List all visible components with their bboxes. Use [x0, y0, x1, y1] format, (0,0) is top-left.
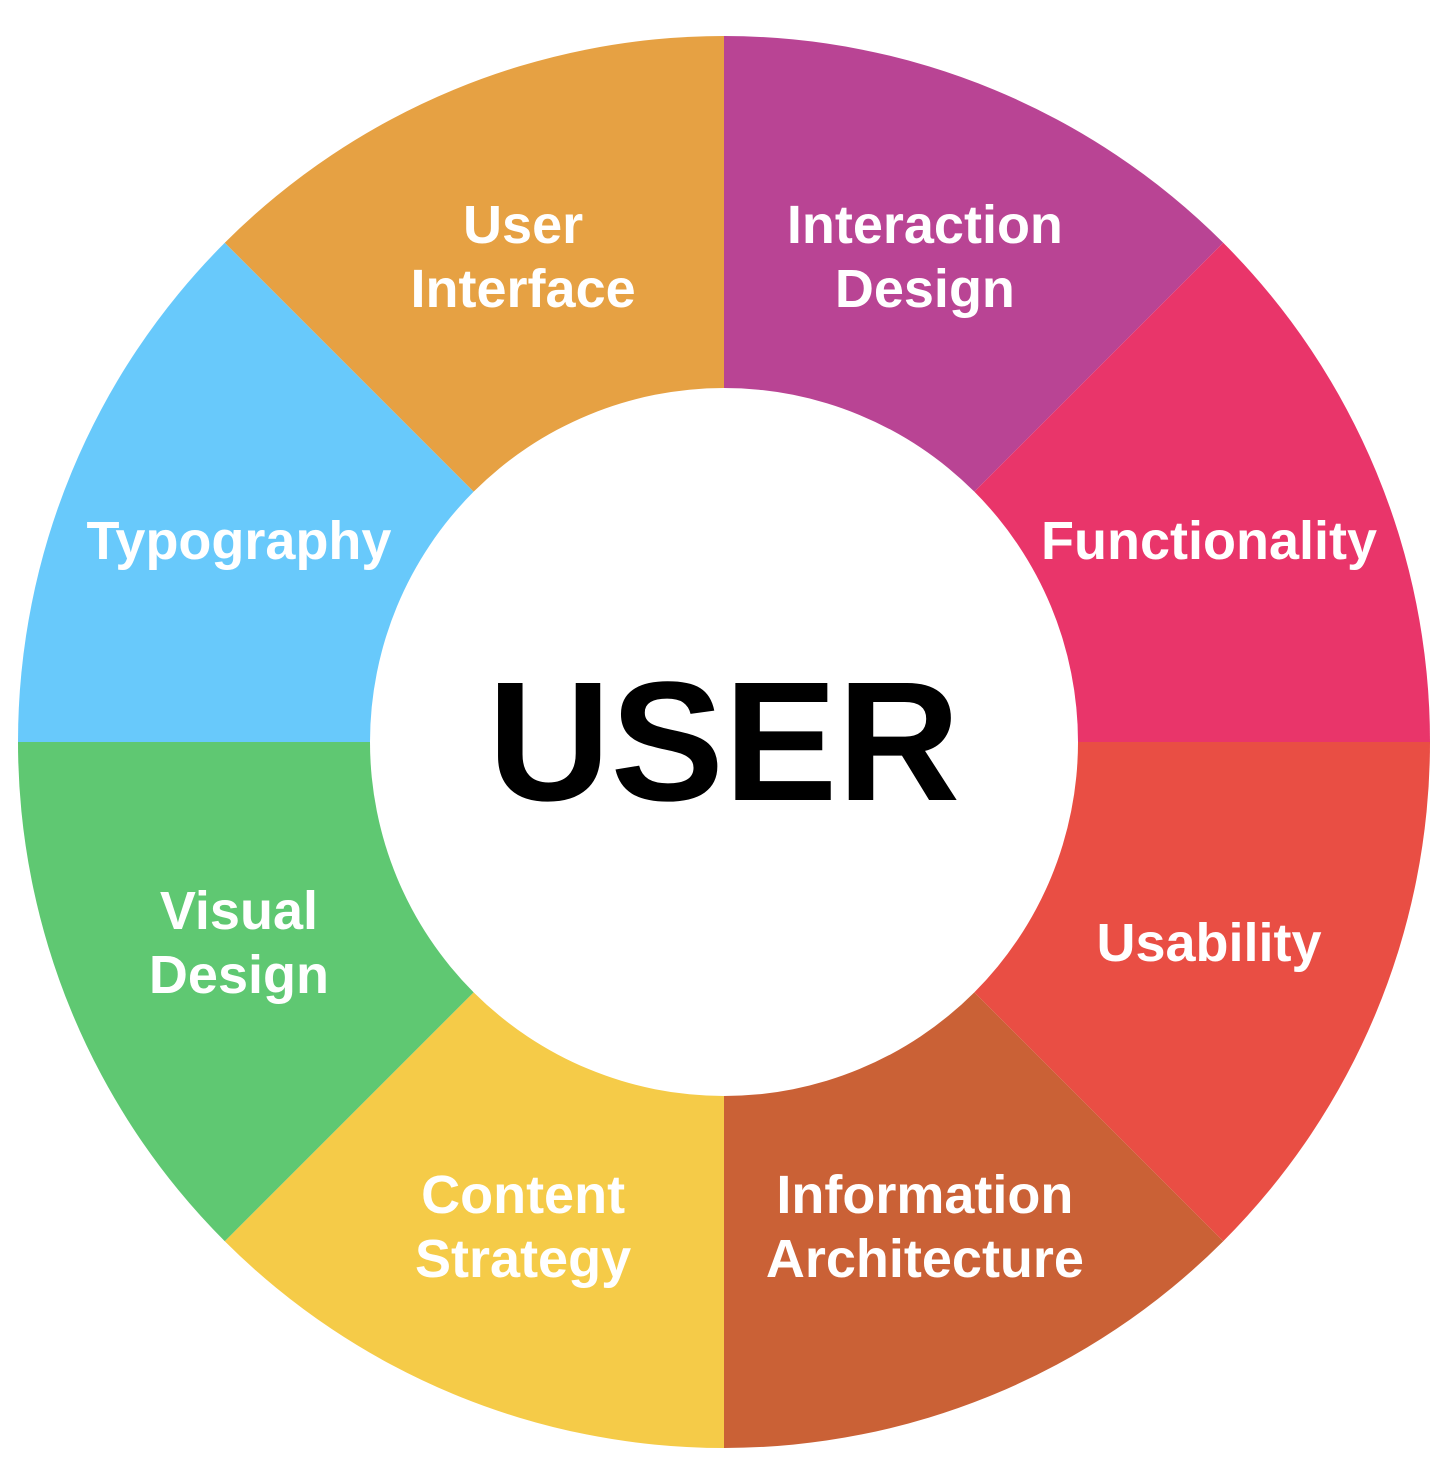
label-user-interface-line-1: User	[463, 195, 583, 255]
center-circle	[370, 388, 1078, 1096]
center-label: USER	[488, 647, 960, 837]
label-interaction-design-line-2: Design	[835, 259, 1015, 319]
label-user-interface-line-2: Interface	[411, 259, 636, 319]
label-information-architecture-line-1: Information	[776, 1165, 1073, 1225]
label-visual-design-line-1: Visual	[160, 881, 318, 941]
label-typography: Typography	[86, 511, 391, 571]
label-functionality: Functionality	[1041, 511, 1377, 571]
label-interaction-design-line-1: Interaction	[787, 195, 1063, 255]
label-content-strategy-line-2: Strategy	[415, 1229, 631, 1289]
label-usability-line-1: Usability	[1097, 913, 1322, 973]
label-typography-line-1: Typography	[86, 511, 391, 571]
label-visual-design-line-2: Design	[149, 945, 329, 1005]
label-content-strategy-line-1: Content	[421, 1165, 625, 1225]
label-information-architecture-line-2: Architecture	[766, 1229, 1084, 1289]
label-functionality-line-1: Functionality	[1041, 511, 1377, 571]
label-usability: Usability	[1097, 913, 1322, 973]
